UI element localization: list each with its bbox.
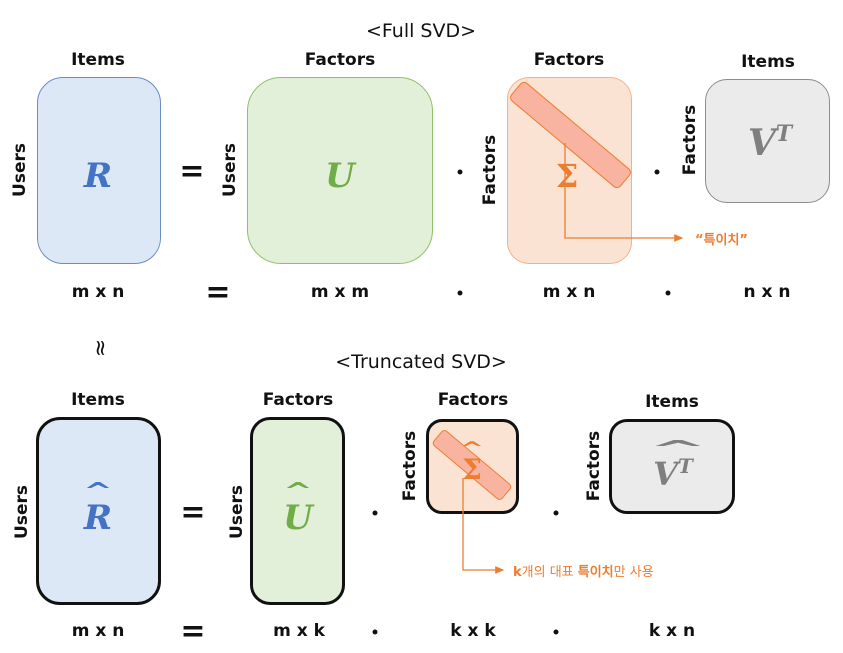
- note-highlight: 특이치: [577, 565, 614, 580]
- trunc-sigma-symbol: Σ: [462, 453, 482, 486]
- trunc-vt-symbol: VT: [653, 456, 693, 490]
- full-vt-symbol: VT: [748, 123, 792, 161]
- full-dims-dot-1: [457, 290, 463, 296]
- trunc-r-matrix: [36, 417, 161, 605]
- full-u-matrix: [247, 77, 433, 264]
- full-vt-dims: n x n: [743, 282, 791, 302]
- full-u-dims: m x m: [310, 282, 370, 302]
- full-sigma-top-label: Factors: [533, 50, 605, 70]
- trunc-r-symbol: R: [83, 498, 113, 538]
- trunc-vt-matrix: [609, 419, 735, 514]
- approx-symbol: ≈: [87, 338, 113, 358]
- trunc-vt-dims: k x n: [648, 621, 696, 641]
- full-sigma-symbol: Σ: [555, 157, 579, 195]
- full-r-side-label: Users: [10, 143, 30, 197]
- full-dot-operator-2: [654, 169, 660, 175]
- trunc-sigma-top-label: Factors: [437, 390, 509, 410]
- full-vt-matrix: [705, 79, 830, 203]
- trunc-r-top-label: Items: [71, 390, 125, 410]
- full-r-symbol: R: [83, 156, 113, 196]
- full-u-symbol: U: [325, 156, 355, 196]
- trunc-sigma-side-label: Factors: [400, 430, 420, 502]
- trunc-dot-operator-1: [372, 510, 378, 516]
- trunc-singular-value-note: k개의 대표 특이치만 사용: [513, 561, 654, 580]
- full-vt-base: V: [747, 122, 776, 164]
- full-dot-operator-1: [457, 169, 463, 175]
- note-part2: 만 사용: [613, 565, 654, 580]
- full-u-top-label: Factors: [304, 50, 376, 70]
- full-svd-title: <Full SVD>: [365, 20, 477, 42]
- trunc-vt-hat: ^: [648, 437, 708, 462]
- trunc-sigma-dims: k x k: [450, 621, 496, 641]
- full-r-top-label: Items: [71, 50, 125, 70]
- trunc-u-top-label: Factors: [262, 390, 334, 410]
- full-u-side-label: Users: [220, 143, 240, 197]
- note-k: k: [513, 565, 522, 580]
- trunc-equals-sign: =: [180, 495, 206, 530]
- trunc-r-side-label: Users: [12, 485, 32, 539]
- trunc-u-side-label: Users: [227, 485, 247, 539]
- full-vt-side-label: Factors: [680, 104, 700, 176]
- trunc-dims-dot-1: [372, 629, 378, 635]
- note-part1: 개의 대표: [521, 565, 578, 580]
- trunc-vt-base: V: [653, 455, 678, 493]
- trunc-vt-side-label: Factors: [584, 430, 604, 502]
- full-singular-value-note: “특이치”: [695, 233, 748, 248]
- full-sigma-dims: m x n: [542, 282, 596, 302]
- trunc-r-dims: m x n: [71, 621, 125, 641]
- full-equals-sign: =: [179, 154, 205, 189]
- trunc-r-hat: ^: [83, 479, 113, 504]
- trunc-dims-dot-2: [553, 629, 559, 635]
- trunc-u-symbol: U: [283, 498, 313, 538]
- trunc-sigma-hat: ^: [459, 438, 485, 459]
- full-dims-equals: =: [205, 275, 231, 310]
- full-sigma-side-label: Factors: [480, 134, 500, 206]
- trunc-u-matrix: [250, 417, 345, 605]
- trunc-dot-operator-2: [553, 510, 559, 516]
- full-r-dims: m x n: [71, 282, 125, 302]
- full-dims-dot-2: [665, 290, 671, 296]
- full-vt-top-label: Items: [741, 52, 795, 72]
- trunc-u-hat: ^: [283, 479, 313, 504]
- trunc-vt-superscript: T: [677, 454, 693, 478]
- full-vt-superscript: T: [775, 121, 793, 147]
- trunc-vt-top-label: Items: [645, 392, 699, 412]
- truncated-svd-title: <Truncated SVD>: [335, 351, 507, 373]
- trunc-u-dims: m x k: [273, 621, 325, 641]
- full-r-matrix: [37, 77, 161, 264]
- trunc-dims-equals: =: [180, 614, 206, 649]
